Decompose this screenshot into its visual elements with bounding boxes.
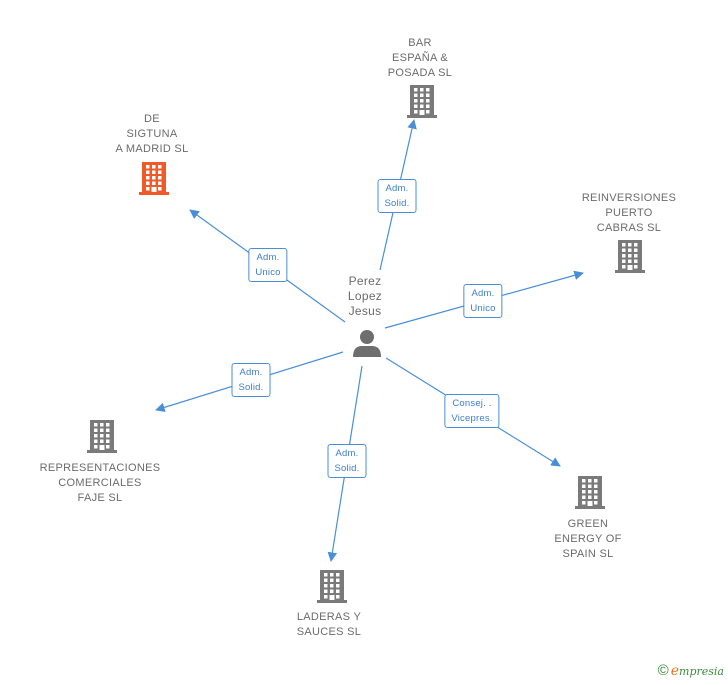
building-icon[interactable] <box>407 85 437 118</box>
company-label-laderas[interactable]: LADERAS Y SAUCES SL <box>296 611 362 638</box>
building-icon[interactable] <box>615 240 645 273</box>
company-label-bar[interactable]: BAR ESPAÑA & POSADA SL <box>387 37 453 79</box>
building-icon[interactable] <box>87 420 117 453</box>
copyright-symbol: © <box>657 662 669 679</box>
relation-label-green[interactable]: Consej. . Vicepres. <box>444 394 500 428</box>
relation-label-laderas[interactable]: Adm. Solid. <box>327 444 367 478</box>
company-label-representaciones[interactable]: REPRESENTACIONES COMERCIALES FAJE SL <box>39 462 161 504</box>
relation-label-sigtuna[interactable]: Adm. Unico <box>248 248 288 282</box>
relation-label-reinversiones[interactable]: Adm. Unico <box>463 284 503 318</box>
company-label-green[interactable]: GREEN ENERGY OF SPAIN SL <box>554 518 622 560</box>
person-icon[interactable] <box>353 330 381 357</box>
center-person-name[interactable]: Perez Lopez Jesus <box>347 274 383 318</box>
company-label-sigtuna[interactable]: DE SIGTUNA A MADRID SL <box>115 113 189 155</box>
brand-logo: ©empresia <box>657 662 724 679</box>
building-icon[interactable] <box>575 476 605 509</box>
relation-label-representaciones[interactable]: Adm. Solid. <box>231 363 271 397</box>
building-icon[interactable] <box>317 570 347 603</box>
relation-label-bar[interactable]: Adm. Solid. <box>377 179 417 213</box>
building-icon[interactable] <box>139 162 169 195</box>
company-label-reinversiones[interactable]: REINVERSIONES PUERTO CABRAS SL <box>581 192 677 234</box>
